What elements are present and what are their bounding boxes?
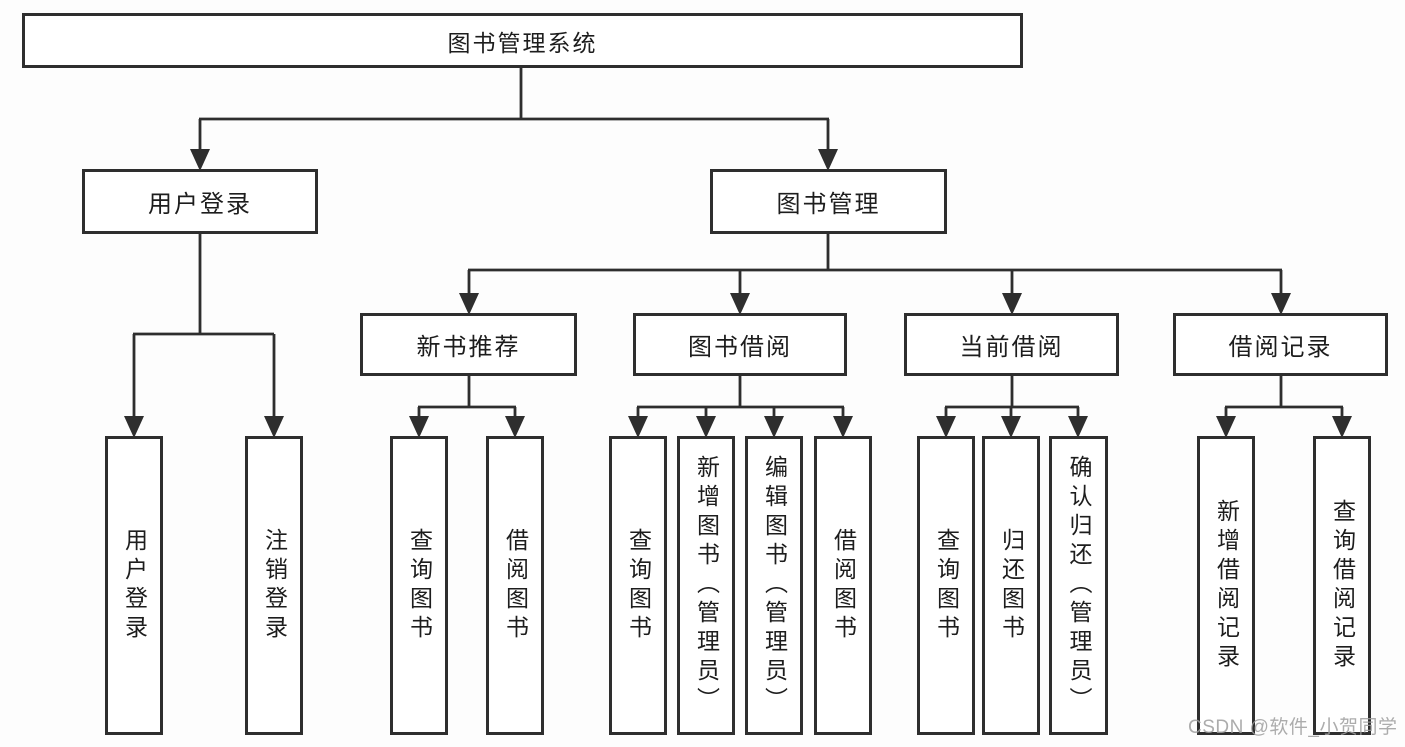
node-label: 注销登录 (261, 527, 288, 644)
leaf-query-books-current: 查询图书 (917, 436, 975, 735)
node-new-book-recommend: 新书推荐 (360, 313, 577, 376)
node-label: 用户登录 (121, 527, 148, 644)
leaf-query-borrow-record: 查询借阅记录 (1313, 436, 1371, 735)
node-label: 新书推荐 (416, 334, 521, 361)
leaf-add-borrow-record: 新增借阅记录 (1197, 436, 1255, 735)
node-book-management: 图书管理 (710, 169, 947, 234)
leaf-query-books-borrowing: 查询图书 (609, 436, 667, 735)
node-current-borrowing: 当前借阅 (904, 313, 1119, 376)
node-label: 图书管理系统 (447, 29, 598, 56)
leaf-borrow-books-recommend: 借阅图书 (486, 436, 544, 735)
node-label: 查询图书 (933, 527, 960, 644)
node-label: 图书管理 (776, 191, 881, 218)
csdn-watermark: CSDN @软件_小贺同学 (1188, 717, 1398, 738)
node-label: 归还图书 (998, 527, 1025, 644)
leaf-query-books-recommend: 查询图书 (390, 436, 448, 735)
node-label: 新增图书（管理员） (693, 455, 720, 716)
node-label: 借阅图书 (830, 527, 857, 644)
leaf-confirm-return-admin: 确认归还（管理员） (1049, 436, 1108, 735)
node-label: 编辑图书（管理员） (761, 455, 788, 716)
leaf-borrow-books: 借阅图书 (814, 436, 872, 735)
node-user-login: 用户登录 (82, 169, 318, 234)
node-label: 新增借阅记录 (1213, 498, 1240, 673)
leaf-logout: 注销登录 (245, 436, 303, 735)
node-book-borrowing: 图书借阅 (633, 313, 847, 376)
node-label: 确认归还（管理员） (1066, 455, 1092, 716)
node-borrowing-records: 借阅记录 (1173, 313, 1388, 376)
node-label: 用户登录 (148, 191, 252, 218)
leaf-user-login: 用户登录 (105, 436, 163, 735)
node-label: 查询图书 (625, 527, 652, 644)
leaf-add-book-admin: 新增图书（管理员） (677, 436, 735, 735)
node-label: 当前借阅 (959, 334, 1064, 361)
leaf-edit-book-admin: 编辑图书（管理员） (745, 436, 803, 735)
node-label: 查询图书 (406, 527, 433, 644)
node-label: 借阅记录 (1228, 334, 1333, 361)
node-label: 图书借阅 (688, 334, 792, 361)
node-label: 借阅图书 (502, 527, 529, 644)
node-library-management-system: 图书管理系统 (22, 13, 1023, 68)
node-label: 查询借阅记录 (1329, 498, 1356, 673)
leaf-return-book: 归还图书 (982, 436, 1040, 735)
